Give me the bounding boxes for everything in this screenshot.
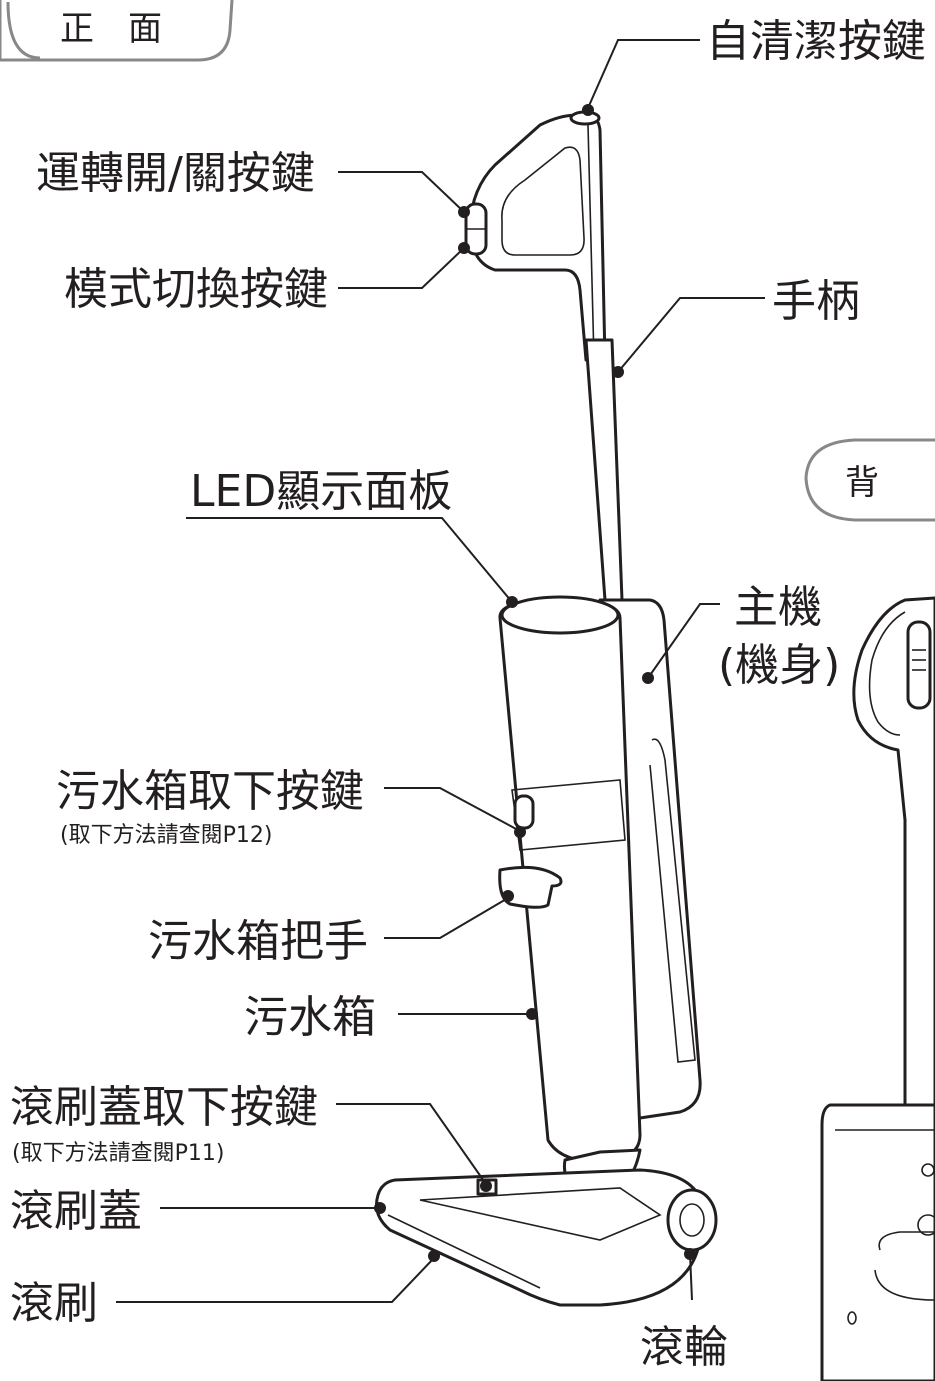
label-led-panel: LED顯示面板	[190, 466, 452, 517]
back-section-title: 背	[845, 463, 879, 503]
callout-handle	[612, 297, 765, 378]
label-main-unit: 主機	[734, 582, 822, 633]
label-dirty-tank-release-note: (取下方法請查閱P12)	[60, 823, 272, 848]
callout-brush-cover-release	[336, 1103, 492, 1192]
vacuum-front-illustration	[375, 110, 718, 1307]
back-section-badge: 背	[804, 438, 935, 522]
label-dirty-tank: 污水箱	[244, 992, 376, 1043]
label-main-unit-body: (機身)	[718, 640, 840, 691]
label-brush-cover-release: 滾刷蓋取下按鍵	[10, 1082, 318, 1133]
callout-wheel	[684, 1248, 696, 1301]
callout-main-unit	[642, 603, 720, 684]
label-roller-brush: 滾刷	[10, 1278, 98, 1329]
callout-dirty-tank-release	[384, 787, 526, 838]
front-section-title: 正 面	[60, 9, 162, 49]
label-power-button: 運轉開/關按鍵	[36, 148, 315, 199]
label-wheel: 滾輪	[640, 1322, 728, 1373]
label-self-clean-button: 自清潔按鍵	[706, 16, 926, 67]
callout-roller-brush	[116, 1250, 440, 1303]
label-handle: 手柄	[772, 276, 860, 327]
label-brush-cover: 滾刷蓋	[10, 1186, 142, 1237]
callout-dirty-tank	[398, 1008, 538, 1020]
label-brush-cover-release-note: (取下方法請查閱P11)	[12, 1141, 224, 1166]
callout-brush-cover	[160, 1202, 386, 1214]
label-dirty-tank-handle: 污水箱把手	[148, 916, 368, 967]
callout-dirty-tank-handle	[384, 890, 514, 939]
callout-power	[338, 171, 470, 218]
label-dirty-tank-release: 污水箱取下按鍵	[56, 766, 364, 817]
callout-mode	[338, 242, 470, 289]
label-mode-button: 模式切換按鍵	[64, 264, 328, 315]
callout-led-panel	[186, 517, 518, 608]
callout-self-clean	[582, 39, 700, 116]
front-section-badge: 正 面	[0, 0, 234, 62]
vacuum-back-illustration	[820, 596, 935, 1381]
